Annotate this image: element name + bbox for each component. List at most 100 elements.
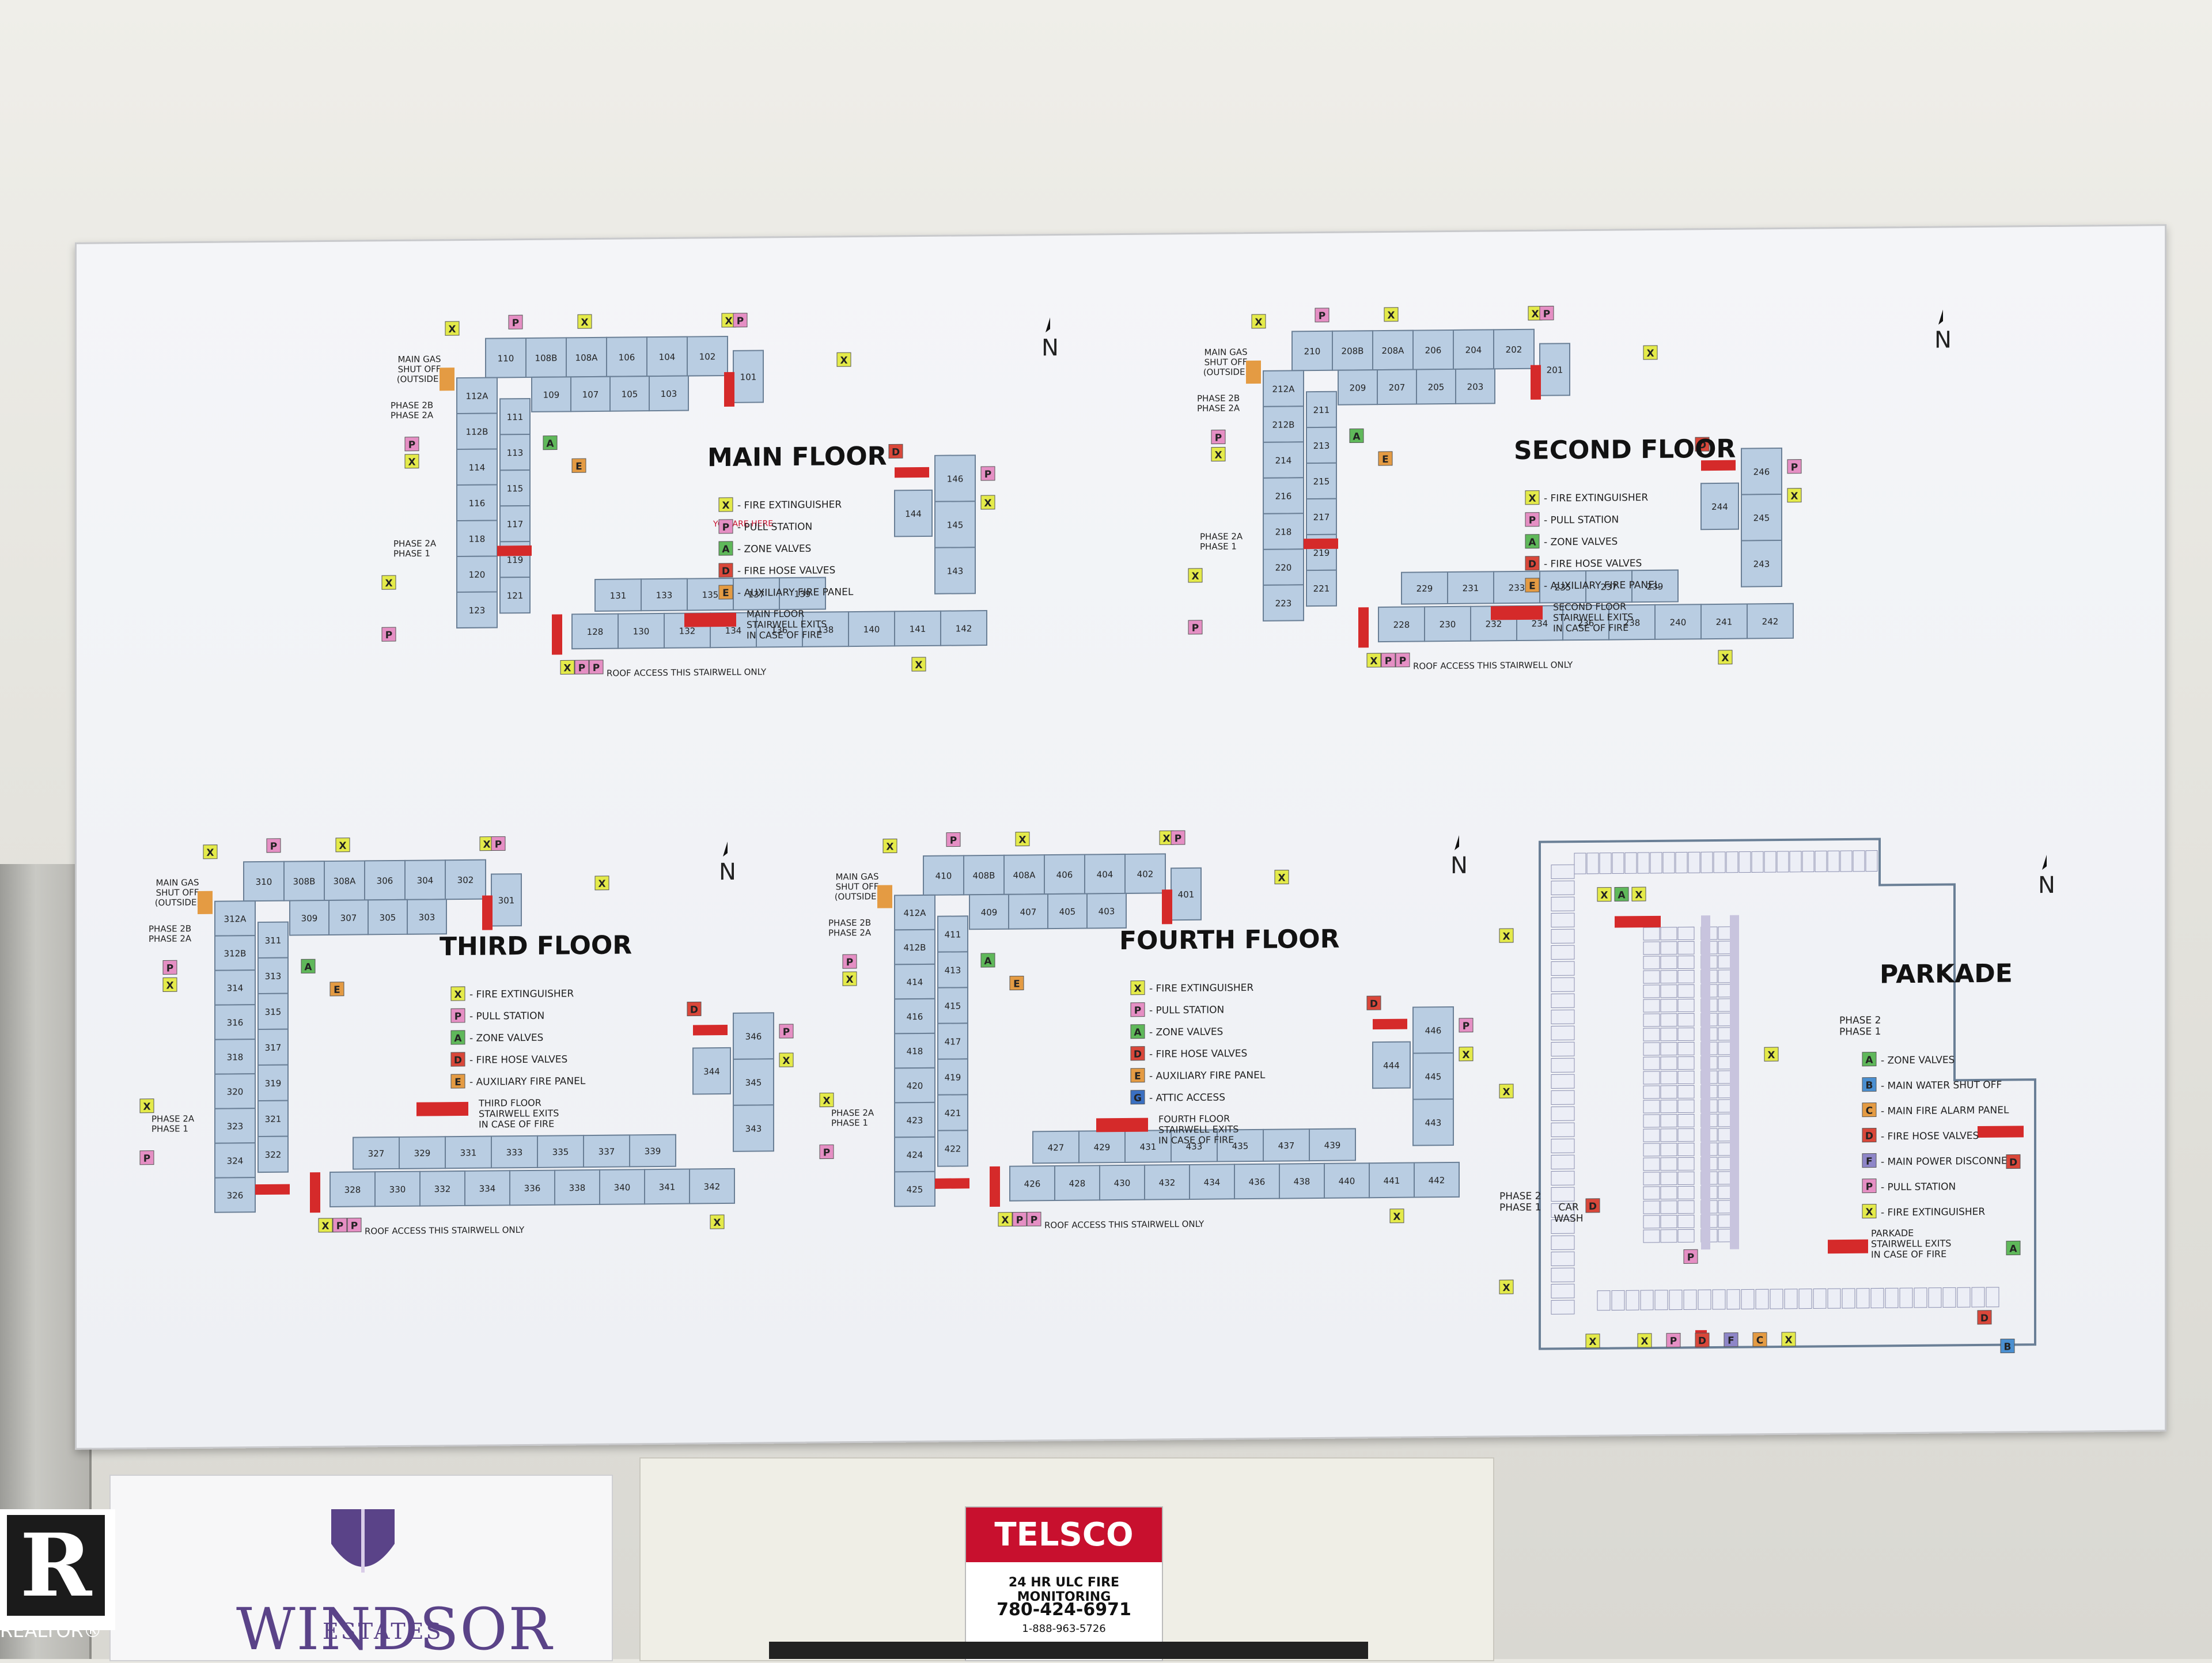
marker-p: P: [779, 1024, 794, 1039]
marker-box: [946, 832, 961, 847]
parking-stall: [1551, 1041, 1575, 1056]
unit: 146: [934, 454, 976, 502]
unit-number: 133: [656, 590, 673, 600]
legend-label: - ZONE VALVES: [1544, 536, 1618, 548]
unit: 428: [1054, 1165, 1100, 1202]
marker-e: E: [718, 585, 733, 600]
unit: 438: [1279, 1162, 1325, 1199]
marker-box: [888, 444, 903, 459]
marker-box: [318, 1218, 333, 1233]
unit-number: 115: [507, 483, 524, 494]
unit-number: 446: [1425, 1025, 1442, 1036]
marker-box: [162, 960, 177, 975]
marker-letter: D: [1134, 1049, 1142, 1060]
north-arrow-icon: N: [1041, 317, 1059, 361]
unit: 432: [1144, 1164, 1190, 1200]
unit-number: 344: [703, 1066, 720, 1077]
unit-number: 230: [1440, 619, 1456, 630]
unit: 440: [1324, 1162, 1370, 1199]
marker-x: X: [980, 495, 995, 510]
marker-box: [1188, 620, 1203, 635]
marker-box: [2006, 1240, 2021, 1256]
parking-stall: [1942, 1287, 1956, 1308]
unit-number: 209: [1350, 382, 1366, 393]
unit-number: 103: [661, 389, 677, 399]
parking-stall: [1928, 1287, 1942, 1308]
marker-letter: D: [1370, 998, 1378, 1010]
marker-letter: X: [1370, 656, 1377, 667]
marker-f: F: [1862, 1153, 1877, 1168]
unit: 339: [629, 1134, 676, 1168]
parking-stall: [1660, 1071, 1677, 1085]
marker-c: C: [1752, 1332, 1767, 1347]
unit-number: 410: [935, 871, 952, 881]
marker-a: A: [543, 435, 558, 450]
marker-letter: E: [1134, 1071, 1141, 1082]
unit-number: 208B: [1342, 346, 1364, 356]
main-gas-marker: [1246, 360, 1261, 384]
marker-letter: D: [1980, 1313, 1988, 1324]
parking-stall: [1677, 998, 1695, 1013]
unit-number: 212B: [1272, 419, 1295, 430]
unit: 406: [1044, 854, 1085, 895]
marker-letter: X: [1278, 873, 1285, 884]
unit: 210: [1291, 330, 1333, 372]
legend-label: - ZONE VALVES: [1149, 1026, 1223, 1038]
marker-letter: X: [1721, 653, 1729, 664]
stairwell-exit: [1358, 607, 1369, 648]
marker-letter: P: [950, 835, 957, 846]
marker-box: [1666, 1333, 1681, 1348]
parking-stall: [1643, 999, 1660, 1013]
marker-letter: X: [846, 974, 853, 986]
parking-stall: [1643, 1200, 1660, 1214]
marker-letter: G: [1134, 1093, 1142, 1104]
marker-letter: B: [2004, 1342, 2012, 1353]
north-arrow-head: [1455, 835, 1459, 850]
unit-number: 233: [1509, 582, 1525, 593]
marker-letter: X: [1393, 1211, 1400, 1223]
unit-number: 401: [1178, 889, 1195, 900]
parking-stall: [1677, 1229, 1695, 1243]
unit: 422: [937, 1130, 968, 1167]
stairwell-exit: [1162, 889, 1172, 925]
parking-stall: [1726, 851, 1738, 873]
parking-stall: [1660, 1200, 1677, 1214]
marker-x: X: [998, 1212, 1013, 1227]
marker-box: [1130, 1002, 1145, 1017]
stairwell-exit: [1615, 915, 1661, 928]
unit-number: 319: [265, 1078, 282, 1089]
stairwell-exit: [693, 1024, 728, 1036]
parking-stall: [1643, 1172, 1660, 1185]
unit-number: 221: [1313, 584, 1330, 594]
marker-letter: P: [336, 1221, 343, 1232]
parking-stall: [1712, 1289, 1726, 1310]
marker-box: [1381, 653, 1396, 668]
marker-box: [445, 321, 460, 336]
unit-number: 216: [1275, 491, 1292, 501]
unit: 208A: [1372, 329, 1414, 371]
marker-letter: E: [334, 984, 340, 996]
unit-number: 201: [1547, 365, 1563, 375]
unit-number: 143: [947, 566, 964, 576]
marker-e: E: [1130, 1068, 1145, 1083]
unit: 205: [1416, 368, 1456, 405]
marker-letter: P: [1399, 656, 1406, 667]
marker-p: P: [589, 660, 604, 675]
parking-stall: [1802, 850, 1815, 873]
unit-number: 235: [1555, 582, 1571, 593]
unit: 307: [328, 899, 369, 936]
parking-stall: [1677, 1157, 1695, 1171]
marker-letter: X: [321, 1221, 329, 1232]
marker-x: X: [1366, 653, 1381, 668]
stairwell-exit: [990, 1166, 1000, 1207]
parking-stall: [1677, 1113, 1695, 1128]
marker-box: [779, 1024, 794, 1039]
unit-number: 433: [1186, 1141, 1203, 1151]
unit: 230: [1424, 605, 1471, 642]
main-gas-marker: [198, 891, 213, 914]
unit: 436: [1234, 1163, 1280, 1200]
